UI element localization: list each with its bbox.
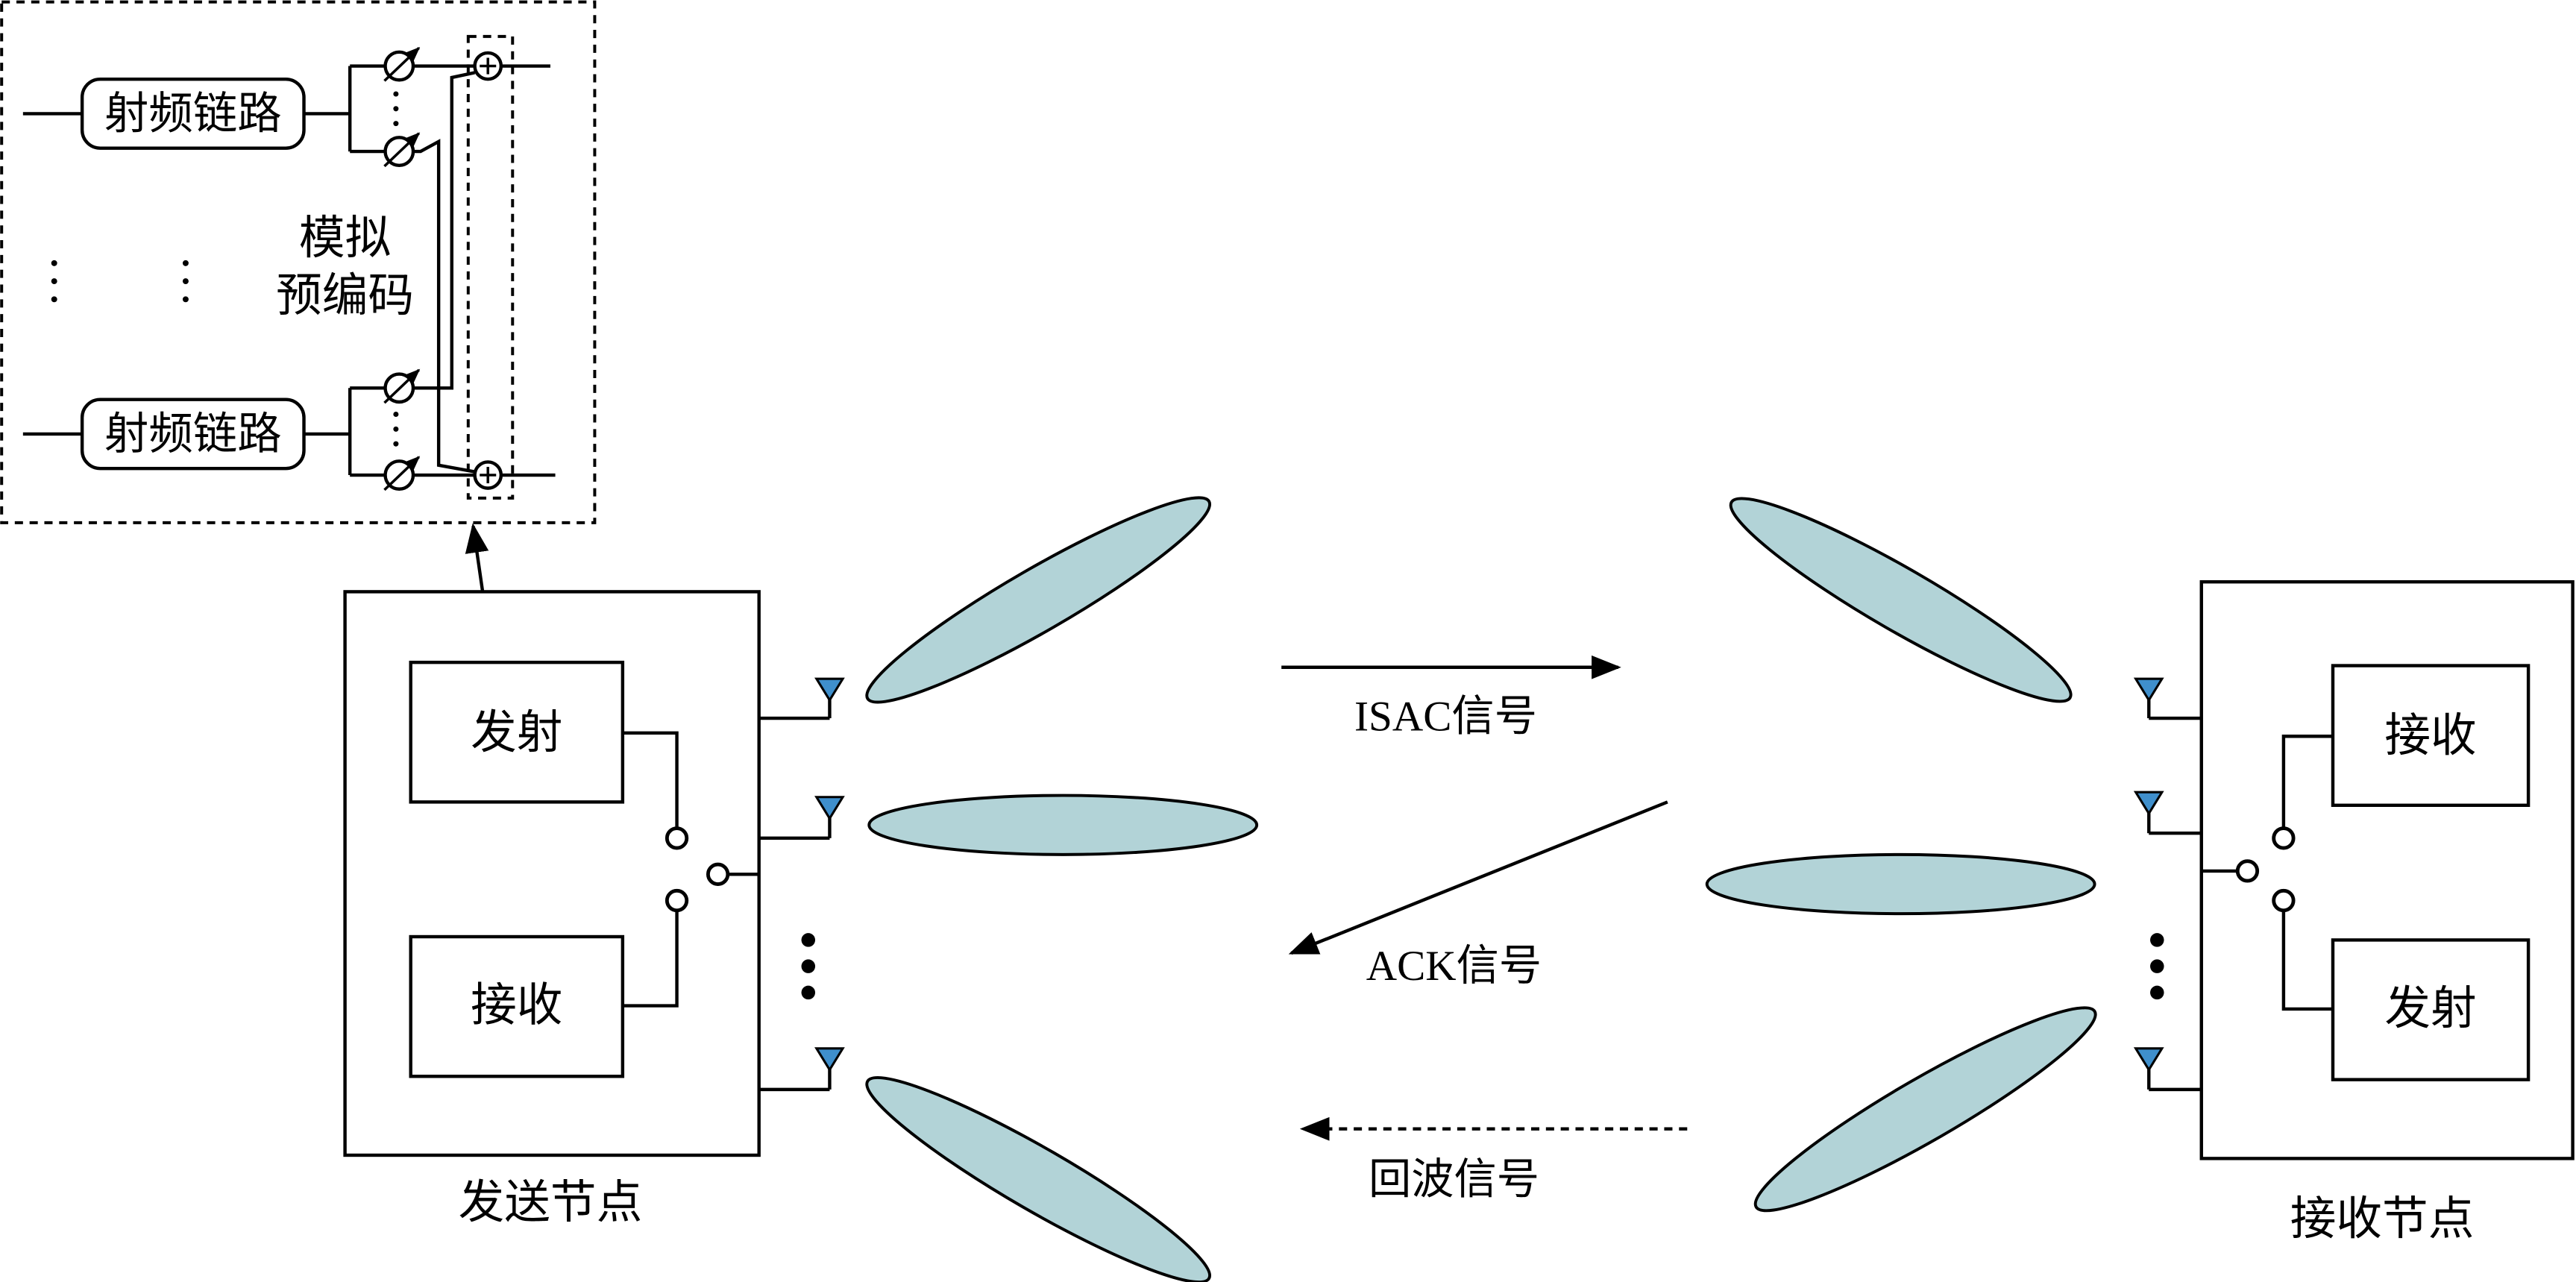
receive-node-label: 接收节点 xyxy=(2290,1194,2475,1245)
rx-receive-label: 接收 xyxy=(2384,711,2476,761)
analog-precoding-label-1: 模拟 xyxy=(299,213,391,264)
receive-node: 接收 发射 接收节点 xyxy=(2133,579,2575,1245)
antenna-icon xyxy=(2133,1047,2164,1072)
detail-dashed-border xyxy=(0,0,597,524)
analog-precoding-detail: 射频链路 射频链路 xyxy=(0,0,597,524)
rf-chain-ellipsis xyxy=(51,260,189,303)
tx-transmit-label: 发射 xyxy=(471,708,562,758)
analog-precoding-label-2: 预编码 xyxy=(276,271,414,321)
tx-switch-pivot xyxy=(706,862,730,886)
tx-transmit-box xyxy=(409,660,625,804)
tx-switch-wire-transmit xyxy=(622,731,679,829)
rx-beam-lower xyxy=(1753,1006,2097,1213)
antenna-icon xyxy=(2133,677,2164,703)
adder-dashed-group xyxy=(466,34,515,500)
rx-beam-middle xyxy=(1705,852,2096,916)
antenna-icon xyxy=(814,796,845,821)
tx-beam-lower xyxy=(865,1075,1212,1282)
rx-switch-wire-transmit xyxy=(2281,910,2333,1011)
rx-transmit-label: 发射 xyxy=(2384,984,2476,1034)
tx-receive-label: 接收 xyxy=(471,981,562,1031)
tx-switch-wire-receive xyxy=(622,910,679,1008)
rf-chain-label-bottom: 射频链路 xyxy=(104,409,282,459)
rx-beam-upper xyxy=(1729,497,2073,703)
antenna-icon xyxy=(2133,791,2164,816)
tx-switch-contact-transmit xyxy=(665,826,689,850)
rx-transmit-box xyxy=(2331,938,2531,1081)
antenna-icon xyxy=(814,677,845,703)
rx-antenna-ellipsis xyxy=(2150,933,2164,1000)
phase-shifter-icon xyxy=(383,132,421,168)
branch-dot xyxy=(393,91,399,97)
branch-dot xyxy=(393,121,399,127)
rx-switch-pivot xyxy=(2235,859,2260,883)
transmit-node-label: 发送节点 xyxy=(459,1178,643,1228)
adder-icon xyxy=(473,460,503,490)
branch-dot xyxy=(393,411,399,418)
phase-shifter-icon xyxy=(383,456,421,491)
branch-dot xyxy=(393,441,399,447)
rx-switch-contact-receive xyxy=(2272,826,2296,850)
branch-dot xyxy=(393,426,399,432)
phase-shifter-icon xyxy=(383,46,421,82)
branch-dot xyxy=(393,106,399,112)
rx-receive-box xyxy=(2331,664,2531,807)
transmit-node: 发射 接收 发送节点 xyxy=(343,590,845,1228)
phase-shifter-icon xyxy=(383,368,421,404)
ack-signal-arrow xyxy=(1288,800,1668,955)
tx-switch-contact-receive xyxy=(665,888,689,913)
adder-icon xyxy=(473,51,503,81)
tx-beam-upper xyxy=(865,496,1212,704)
rx-switch-wire-receive xyxy=(2281,735,2333,829)
rx-switch-contact-transmit xyxy=(2272,888,2296,913)
ack-signal-label: ACK信号 xyxy=(1366,943,1542,990)
antenna-icon xyxy=(814,1047,845,1072)
tx-antenna-ellipsis xyxy=(801,933,816,1000)
rf-chain-label-top: 射频链路 xyxy=(104,89,282,138)
tx-beam-middle xyxy=(867,794,1259,856)
isac-signal-label: ISAC信号 xyxy=(1354,693,1537,740)
echo-signal-label: 回波信号 xyxy=(1369,1157,1539,1204)
